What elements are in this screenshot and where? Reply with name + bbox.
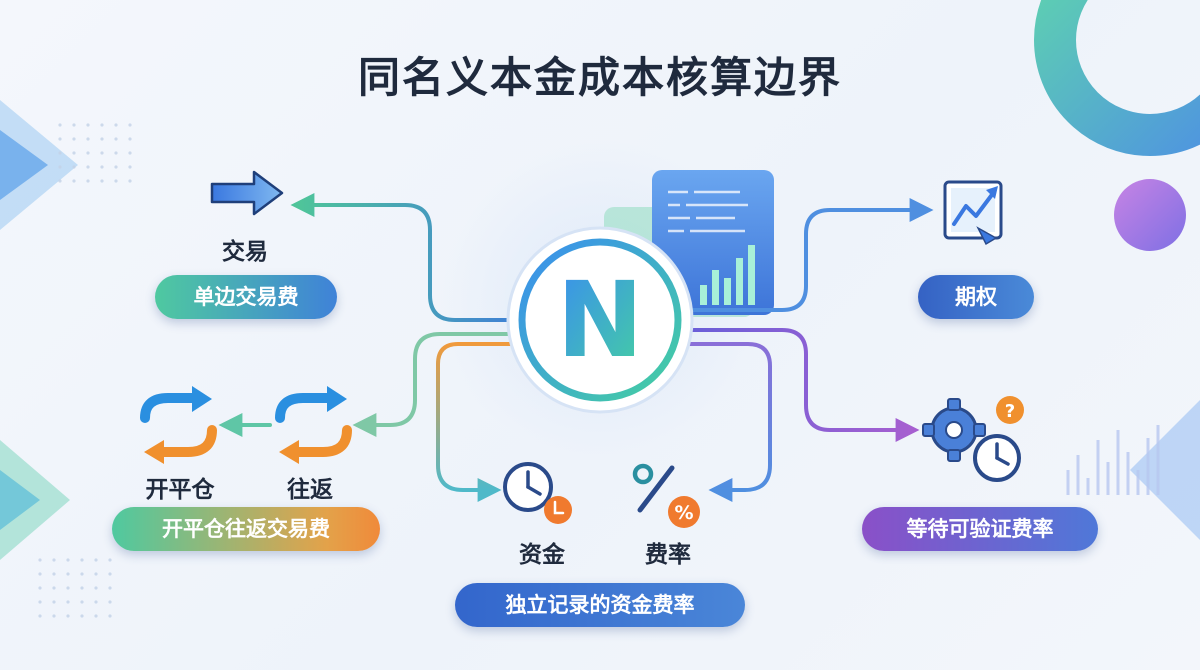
round-trip-pill: 开平仓往返交易费	[112, 507, 380, 551]
cycle-arrows-icon	[275, 386, 352, 464]
svg-text:?: ?	[1005, 401, 1015, 422]
connector-lines	[218, 193, 934, 502]
center-logo: N	[506, 226, 694, 414]
capital-label: 资金	[519, 542, 565, 568]
rate-label: 费率	[645, 542, 691, 568]
connector-to-funding-rate	[688, 342, 772, 502]
connector-to-funding-capital	[436, 342, 522, 502]
percent-icon: %	[632, 463, 700, 528]
connector-to-options	[688, 198, 934, 312]
funding-pill: 独立记录的资金费率	[455, 583, 745, 627]
cycle-arrows-icon	[140, 386, 217, 464]
trade-pill: 单边交易费	[155, 275, 337, 319]
options-pill: 期权	[918, 275, 1034, 319]
round-trip-label: 往返	[287, 477, 333, 503]
connector-to-trade	[290, 193, 522, 322]
pending-pill: 等待可验证费率	[862, 507, 1098, 551]
open-close-label: 开平仓	[145, 477, 215, 503]
trend-chart-icon	[943, 180, 1003, 246]
clock-icon	[503, 462, 572, 524]
center-logo-letter: N	[556, 259, 643, 381]
connector-to-pending	[688, 328, 920, 442]
arrow-right-icon	[210, 170, 284, 216]
connector-to-round-trip	[352, 332, 522, 437]
page-title: 同名义本金成本核算边界	[357, 53, 842, 102]
background-decoration	[0, 0, 1200, 618]
svg-text:%: %	[674, 502, 693, 524]
gear-clock-question-icon: ?	[922, 396, 1024, 482]
trade-label: 交易	[222, 239, 268, 265]
